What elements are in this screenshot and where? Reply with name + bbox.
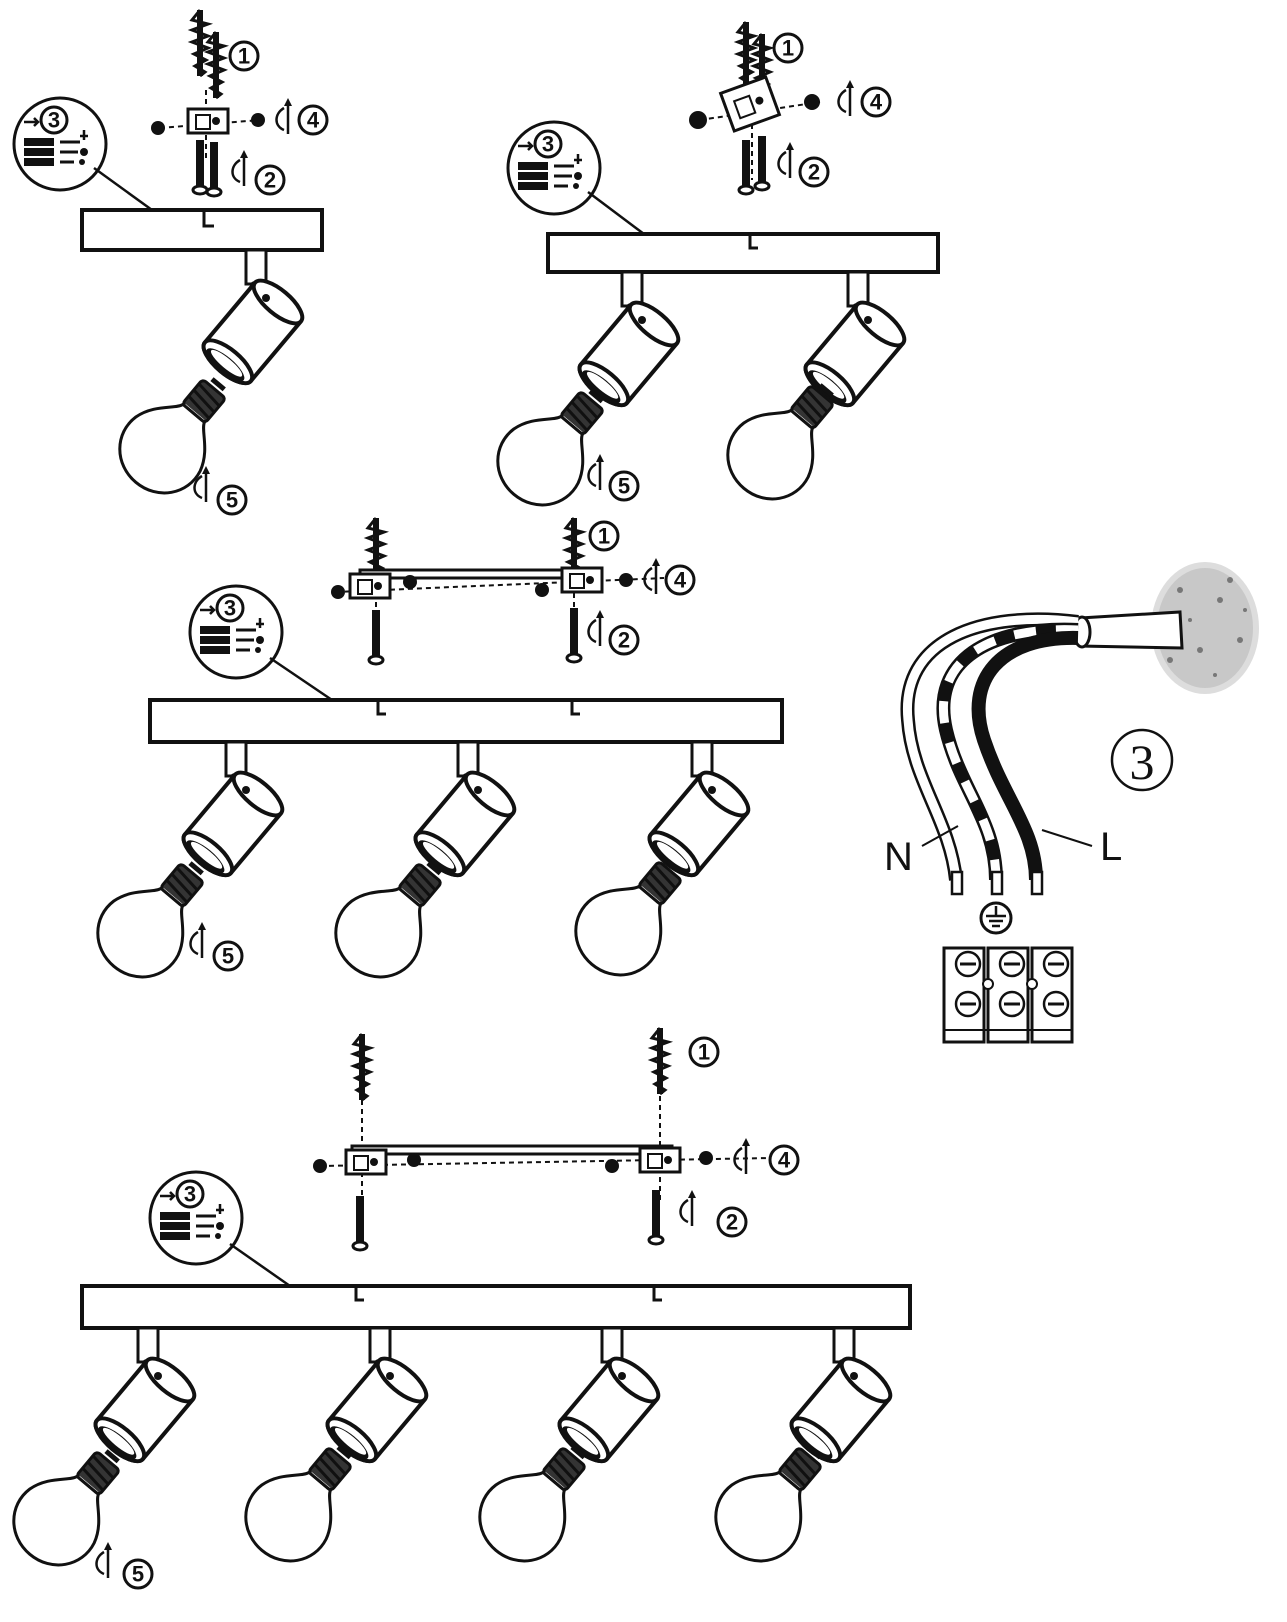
step-3-badge [1110, 728, 1174, 792]
wiring-magnifier: 3 [188, 584, 333, 702]
step-5-callout: 5 [216, 484, 248, 516]
step-3-number: 3 [184, 1182, 196, 1207]
step-1-callout: 1 [688, 1036, 720, 1068]
ceiling-bar [80, 208, 324, 252]
step-1-callout: 1 [228, 40, 260, 72]
step-5-callout: 5 [212, 940, 244, 972]
anchor-icon [352, 1026, 670, 1102]
wall-plaster [1151, 562, 1259, 694]
step-1-number: 1 [238, 44, 250, 69]
nut-icon [151, 121, 165, 135]
mounting-plate [350, 1144, 674, 1156]
step-1-callout: 1 [588, 520, 620, 552]
wiring-magnifier: 3 [148, 1170, 291, 1288]
step-5-number: 5 [132, 1562, 144, 1587]
spotlight-head [175, 740, 291, 885]
step-1-number: 1 [698, 1040, 710, 1065]
variant-triple-spot: 1 4 2 3 [81, 516, 784, 994]
step-3-number: 3 [224, 596, 236, 621]
spotlight-head [571, 270, 687, 415]
spotlight-head [551, 1326, 667, 1471]
terminal-block [942, 946, 1074, 1044]
step-3-number: 3 [48, 108, 60, 133]
step-4-callout: 4 [768, 1144, 800, 1176]
variant-double-spot: 1 4 2 3 5 [481, 20, 940, 522]
live-wire [971, 630, 1079, 881]
wiring-magnifier: 3 [506, 120, 645, 235]
step-2-number: 2 [808, 160, 820, 185]
step-5-number: 5 [222, 944, 234, 969]
screw-icon [351, 1188, 665, 1252]
step-4-callout: 4 [297, 104, 329, 136]
step-1-number: 1 [598, 524, 610, 549]
ceiling-bar [148, 698, 784, 744]
screw-icon [737, 134, 771, 196]
step-5-callout: 5 [122, 1558, 154, 1590]
step-4-number: 4 [307, 108, 320, 133]
wiring-step-number: 3 [1130, 734, 1155, 790]
cable-sheath [1078, 610, 1184, 650]
spotlight-head [195, 248, 311, 393]
step-2-callout: 2 [254, 164, 286, 196]
ceiling-bar [80, 1284, 912, 1330]
spotlight-head [319, 1326, 435, 1471]
step-4-number: 4 [778, 1148, 791, 1173]
step-5-number: 5 [226, 488, 238, 513]
mounting-bracket [186, 107, 230, 135]
mounting-bracket [348, 572, 392, 600]
wiring-magnifier: 3 [12, 96, 153, 212]
mounting-bracket [638, 1146, 682, 1174]
step-5-number: 5 [618, 474, 630, 499]
step-3-number: 3 [542, 132, 554, 157]
mounting-bracket [560, 566, 604, 594]
step-2-callout: 2 [608, 624, 640, 656]
step-4-callout: 4 [860, 86, 892, 118]
live-label: L [1100, 825, 1122, 869]
spotlight-head [87, 1326, 203, 1471]
mounting-plate [358, 568, 590, 580]
screw-icon [367, 606, 583, 666]
earth-wire [936, 622, 1079, 881]
step-4-number: 4 [870, 90, 883, 115]
wiring-detail: N L 3 [884, 562, 1259, 1044]
neutral-label: N [884, 835, 913, 879]
step-4-number: 4 [674, 568, 687, 593]
spotlight-head [641, 740, 757, 885]
variant-quad-spot: 1 4 2 3 [0, 1026, 912, 1590]
step-5-callout: 5 [608, 470, 640, 502]
earth-ground-icon [979, 901, 1013, 935]
variant-single-spot: 1 4 2 3 5 [12, 8, 329, 516]
step-2-callout: 2 [716, 1206, 748, 1238]
spotlight-head [407, 740, 523, 885]
step-2-callout: 2 [798, 156, 830, 188]
ceiling-bar [546, 232, 940, 274]
anchor-icon [190, 8, 226, 100]
step-1-number: 1 [782, 36, 794, 61]
step-2-number: 2 [618, 628, 630, 653]
step-2-number: 2 [726, 1210, 738, 1235]
spotlight-head [783, 1326, 899, 1471]
mounting-bracket [344, 1148, 388, 1176]
step-4-callout: 4 [664, 564, 696, 596]
mounting-bracket [718, 75, 782, 133]
step-1-callout: 1 [772, 32, 804, 64]
step-2-number: 2 [264, 168, 276, 193]
